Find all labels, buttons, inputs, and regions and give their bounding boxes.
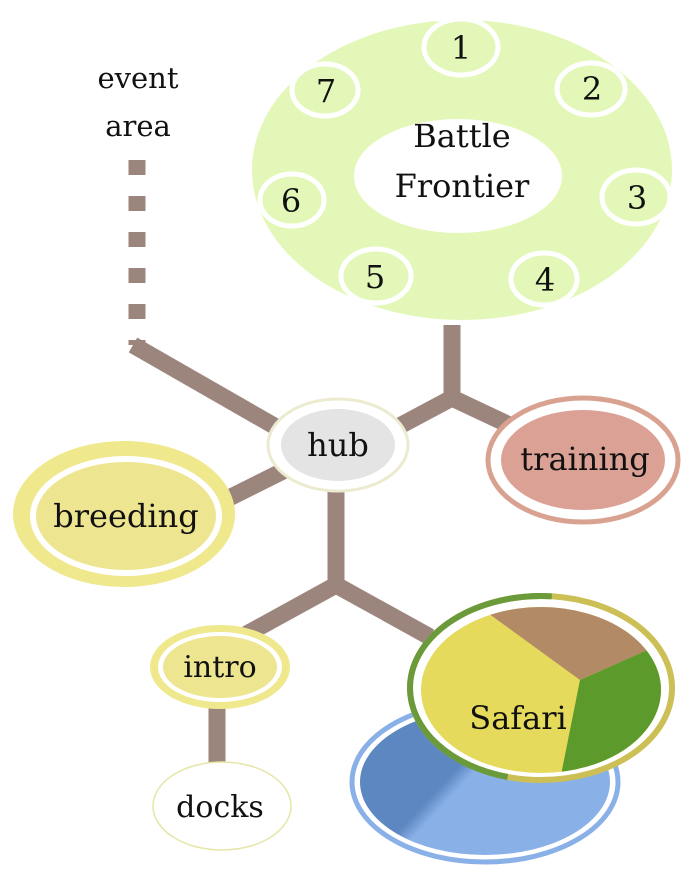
frontier-center [354,119,562,233]
facility-7-label: 7 [316,72,336,110]
training-node[interactable]: training [485,395,681,525]
safari-terrain [421,607,661,773]
frontier-label-line1: Battle [413,117,510,155]
breeding-label: breeding [53,497,198,535]
facility-4-label: 4 [535,261,555,299]
path-hub-junction-training [388,390,524,438]
event-area: event area [97,61,178,143]
intro-node[interactable]: intro [150,625,290,709]
hub-node[interactable]: hub [266,397,410,493]
event-area-label-line1: event [97,61,178,95]
path-hub-to-breeding [221,462,289,508]
battle-frontier: Battle Frontier 1 2 3 4 5 6 7 [252,16,673,320]
breeding-node[interactable]: breeding [13,441,235,587]
facility-3-label: 3 [627,179,647,217]
intro-label: intro [183,650,256,685]
event-area-label-line2: area [105,109,171,143]
docks-node[interactable]: docks [152,761,292,851]
facility-4[interactable]: 4 [508,250,580,308]
facility-2[interactable]: 2 [554,60,628,118]
facility-3[interactable]: 3 [599,167,673,227]
facility-5-label: 5 [365,258,385,296]
safari-zone[interactable]: Safari [349,593,675,865]
facility-1-label: 1 [451,29,471,67]
paths [128,160,524,765]
facility-5[interactable]: 5 [338,246,414,306]
path-branch [240,577,435,645]
training-label: training [520,440,649,478]
docks-label: docks [176,790,264,825]
facility-6[interactable]: 6 [257,171,327,229]
safari-label: Safari [469,699,566,737]
path-event-to-hub [128,337,295,443]
frontier-label-line2: Frontier [395,167,530,205]
facility-1[interactable]: 1 [421,16,501,78]
facility-7[interactable]: 7 [289,61,361,119]
facility-2-label: 2 [582,70,602,108]
facility-6-label: 6 [281,182,301,220]
hub-label: hub [307,426,369,464]
